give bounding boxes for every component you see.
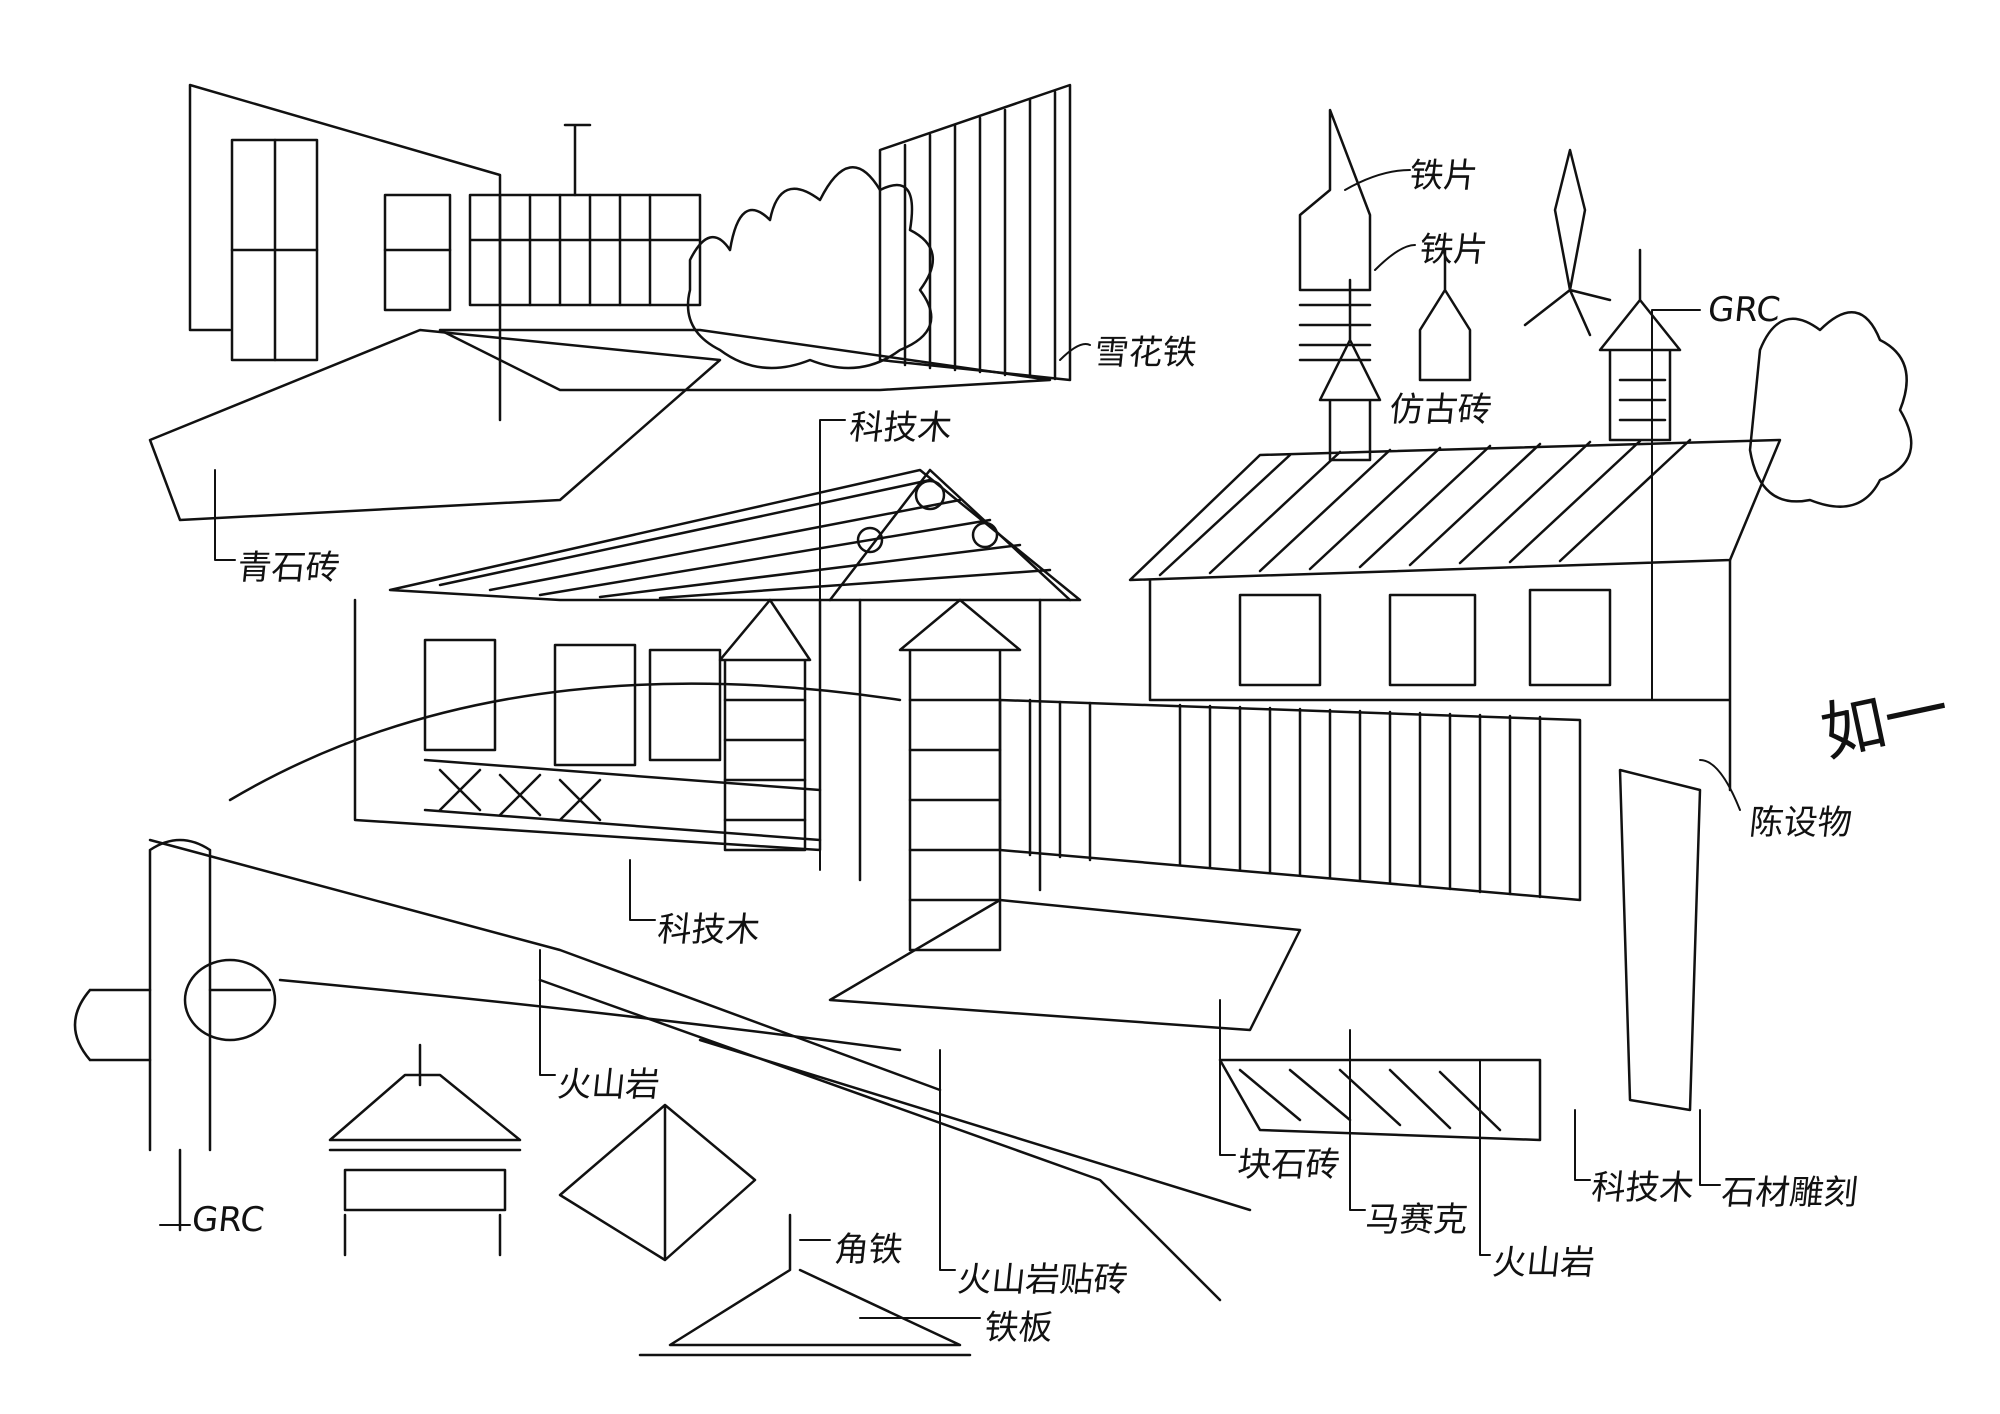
street-lines	[228, 682, 902, 1052]
label-iron-sheet-2: 铁片	[1417, 230, 1490, 270]
main-left-house	[353, 468, 1082, 892]
central-pavilion	[438, 123, 1052, 392]
label-tech-wood-mid: 科技木	[655, 910, 762, 950]
label-iron-plate: 铁板	[982, 1308, 1055, 1348]
label-volcanic-rock-left: 火山岩	[555, 1065, 662, 1105]
label-mosaic: 马赛克	[1363, 1200, 1470, 1240]
label-furnishings: 陈设物	[1747, 803, 1854, 843]
finial-details	[1298, 108, 1612, 382]
leader-lines	[159, 169, 1741, 1319]
sign-post	[1618, 768, 1702, 1112]
striped-wall-building	[878, 83, 1072, 382]
stone-pillars	[718, 598, 1022, 952]
label-grc-bottom: GRC	[189, 1200, 267, 1240]
label-tech-wood-right: 科技木	[1589, 1168, 1696, 1208]
label-block-stone-brick: 块石砖	[1235, 1145, 1342, 1185]
label-tech-wood-top: 科技木	[847, 408, 954, 448]
right-house	[1128, 248, 1782, 792]
label-iron-sheet-1: 铁片	[1407, 156, 1480, 196]
label-volcanic-rock-right: 火山岩	[1490, 1243, 1597, 1283]
label-bluestone-brick: 青石砖	[235, 548, 342, 588]
path-edges	[148, 838, 1252, 1302]
label-antique-brick: 仿古砖	[1387, 390, 1494, 430]
tree	[686, 166, 935, 370]
back-left-building	[148, 83, 722, 522]
roof-details	[328, 1043, 972, 1357]
label-grc-top: GRC	[1705, 290, 1783, 330]
label-angle-iron: 角铁	[832, 1230, 905, 1270]
label-stone-carving: 石材雕刻	[1719, 1173, 1860, 1213]
label-volcanic-rock-tile: 火山岩贴砖	[955, 1260, 1130, 1300]
stone-wall	[828, 898, 1542, 1142]
label-snowflake-iron: 雪花铁	[1092, 333, 1199, 373]
tree-right	[1748, 311, 1913, 508]
picket-fence	[998, 698, 1582, 902]
grc-column-detail	[73, 838, 277, 1232]
